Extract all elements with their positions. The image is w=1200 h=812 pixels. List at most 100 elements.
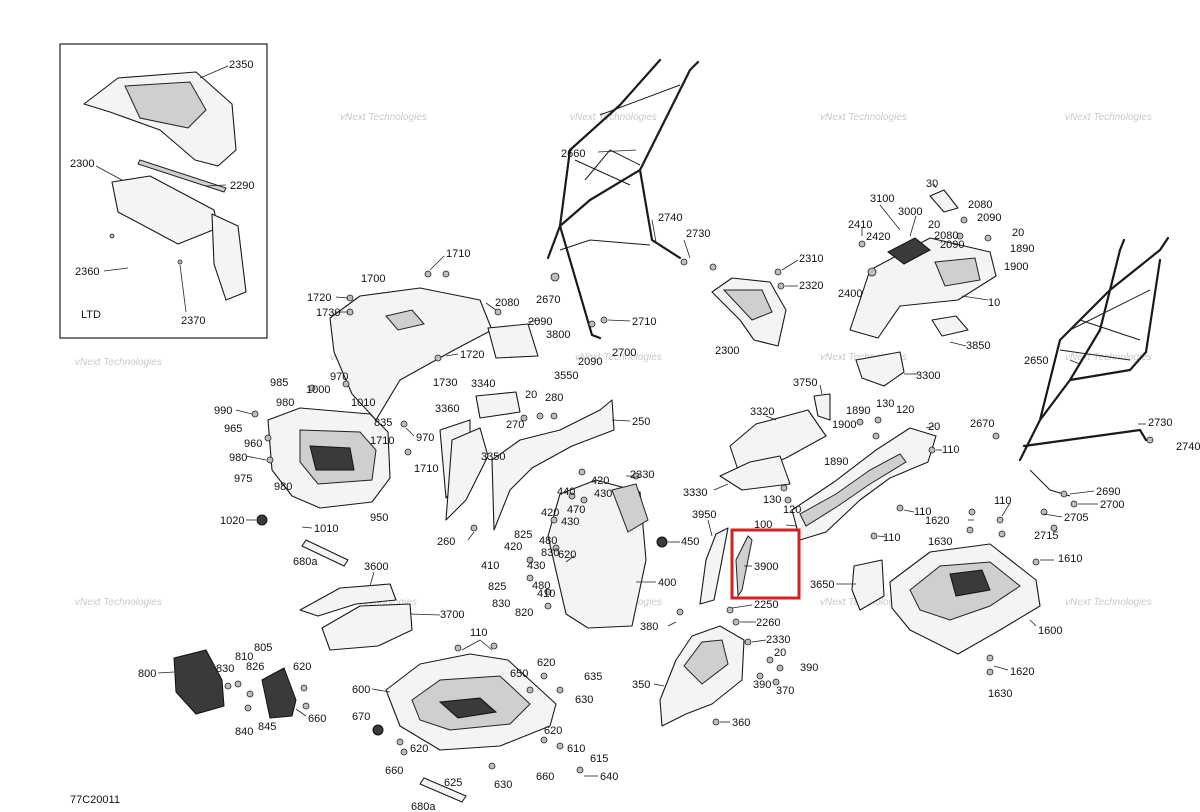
callout-2090: 2090	[977, 212, 1001, 224]
callout-2400: 2400	[838, 288, 862, 300]
panel-3650	[851, 559, 885, 611]
grilles-800: 800 830 810 805 826 620 840 845 660	[138, 642, 326, 738]
callout-680a: 680a	[293, 556, 318, 568]
callout-390: 390	[800, 662, 818, 674]
callout-1620: 1620	[925, 515, 949, 527]
callout-410: 410	[481, 560, 499, 572]
callout-380: 380	[640, 621, 658, 633]
callout-3350: 3350	[481, 451, 505, 463]
callout-620: 620	[410, 743, 428, 755]
callout-110: 110	[942, 444, 960, 456]
callout-480: 480	[532, 580, 550, 592]
callout-840: 840	[235, 726, 253, 738]
callout-3550: 3550	[554, 370, 578, 382]
callout-100: 100	[754, 519, 772, 531]
callout-2250: 2250	[754, 599, 778, 611]
callout-250: 250	[632, 416, 650, 428]
callout-2090: 2090	[528, 316, 552, 328]
callout-620: 620	[537, 657, 555, 669]
callout-3900: 3900	[754, 561, 778, 573]
callout-2080: 2080	[934, 230, 958, 242]
callout-830: 830	[541, 547, 559, 559]
callout-2300: 2300	[70, 158, 94, 170]
callout-835: 835	[374, 417, 392, 429]
side-rail-100: 1890 130 120 1900 20 1890 130 120 100 11…	[754, 398, 960, 544]
callout-3950: 3950	[692, 509, 716, 521]
grille-805	[261, 667, 297, 719]
callout-2330: 2330	[630, 469, 654, 481]
callout-820: 820	[515, 607, 533, 619]
callout-20: 20	[774, 647, 786, 659]
callout-1000: 1000	[306, 384, 330, 396]
strip-680a	[301, 539, 349, 567]
callout-975: 975	[234, 473, 252, 485]
callout-990: 990	[214, 405, 232, 417]
callout-2360: 2360	[75, 266, 99, 278]
callout-420: 420	[504, 541, 522, 553]
callout-620: 620	[293, 661, 311, 673]
callout-110: 110	[994, 495, 1012, 507]
callout-130: 130	[763, 494, 781, 506]
callout-660: 660	[308, 713, 326, 725]
callout-2420: 2420	[866, 231, 890, 243]
callout-350: 350	[632, 679, 650, 691]
callout-470: 470	[567, 504, 585, 516]
callout-130: 130	[876, 398, 894, 410]
callout-3700: 3700	[440, 609, 464, 621]
callout-3330: 3330	[683, 487, 707, 499]
grille-800	[173, 649, 225, 715]
watermark-text: vNext Technologies	[570, 112, 657, 123]
panel-3340	[475, 391, 521, 419]
upper-panels-3300: 3750 3300 3320 3330	[683, 351, 940, 499]
callout-400: 400	[658, 577, 676, 589]
callout-1700: 1700	[361, 273, 385, 285]
side-panels-250: 3340 3360 20 270 280 250 3350 260	[435, 378, 650, 548]
door-panels-3900: 3950 3900 3650	[692, 509, 885, 611]
callout-3650: 3650	[810, 579, 834, 591]
callout-3850: 3850	[966, 340, 990, 352]
rear-box-1600: 110 1620 1630 1610 1600 1620 1630	[889, 495, 1082, 700]
callout-20: 20	[928, 421, 940, 433]
rear-cage-frame: 2650 2670 2730 2740 2690 2700 2705 2715	[970, 236, 1200, 542]
watermark-text: vNext Technologies	[820, 352, 907, 363]
callout-826: 826	[246, 661, 264, 673]
callout-1630: 1630	[988, 688, 1012, 700]
watermark-text: vNext Technologies	[1065, 352, 1152, 363]
inset-border	[59, 43, 268, 339]
callout-625: 625	[444, 777, 462, 789]
callout-2740: 2740	[1176, 441, 1200, 453]
callout-1710: 1710	[370, 435, 394, 447]
callout-2715: 2715	[1034, 530, 1058, 542]
callout-630: 630	[575, 694, 593, 706]
callout-270: 270	[506, 419, 524, 431]
watermark-text: vNext Technologies	[1065, 597, 1152, 608]
callout-410: 410	[537, 588, 555, 600]
rod-2290	[137, 159, 227, 193]
callout-3340: 3340	[471, 378, 495, 390]
callout-600: 600	[352, 684, 370, 696]
callout-2650: 2650	[1024, 355, 1048, 367]
callout-20: 20	[928, 219, 940, 231]
callout-2080: 2080	[968, 199, 992, 211]
ltd-inset: 2350 2300 2290 2360 2370 LTD	[59, 43, 268, 339]
callout-3000: 3000	[898, 206, 922, 218]
callout-2740: 2740	[658, 212, 682, 224]
callout-120: 120	[783, 504, 801, 516]
callout-980: 980	[229, 452, 247, 464]
front-storage-950: 985 1000 970 980 1010 990 965 960 980 97…	[214, 371, 438, 568]
callout-1900: 1900	[1004, 261, 1028, 273]
callout-830: 830	[216, 663, 234, 675]
callout-970: 970	[416, 432, 434, 444]
callout-1890: 1890	[1010, 243, 1034, 255]
callout-2710: 2710	[632, 316, 656, 328]
rocker-panel-350: 2250 380 2260 2330 20 390 350 390 370 36…	[632, 599, 818, 729]
callout-825: 825	[488, 581, 506, 593]
callout-450: 450	[681, 536, 699, 548]
inset-label: LTD	[81, 309, 101, 321]
side-panel-2300	[211, 213, 247, 301]
callout-110: 110	[883, 532, 901, 544]
highlight-box-3900	[730, 528, 801, 600]
callout-960: 960	[244, 438, 262, 450]
panel-3700	[321, 603, 413, 651]
callout-360: 360	[732, 717, 750, 729]
